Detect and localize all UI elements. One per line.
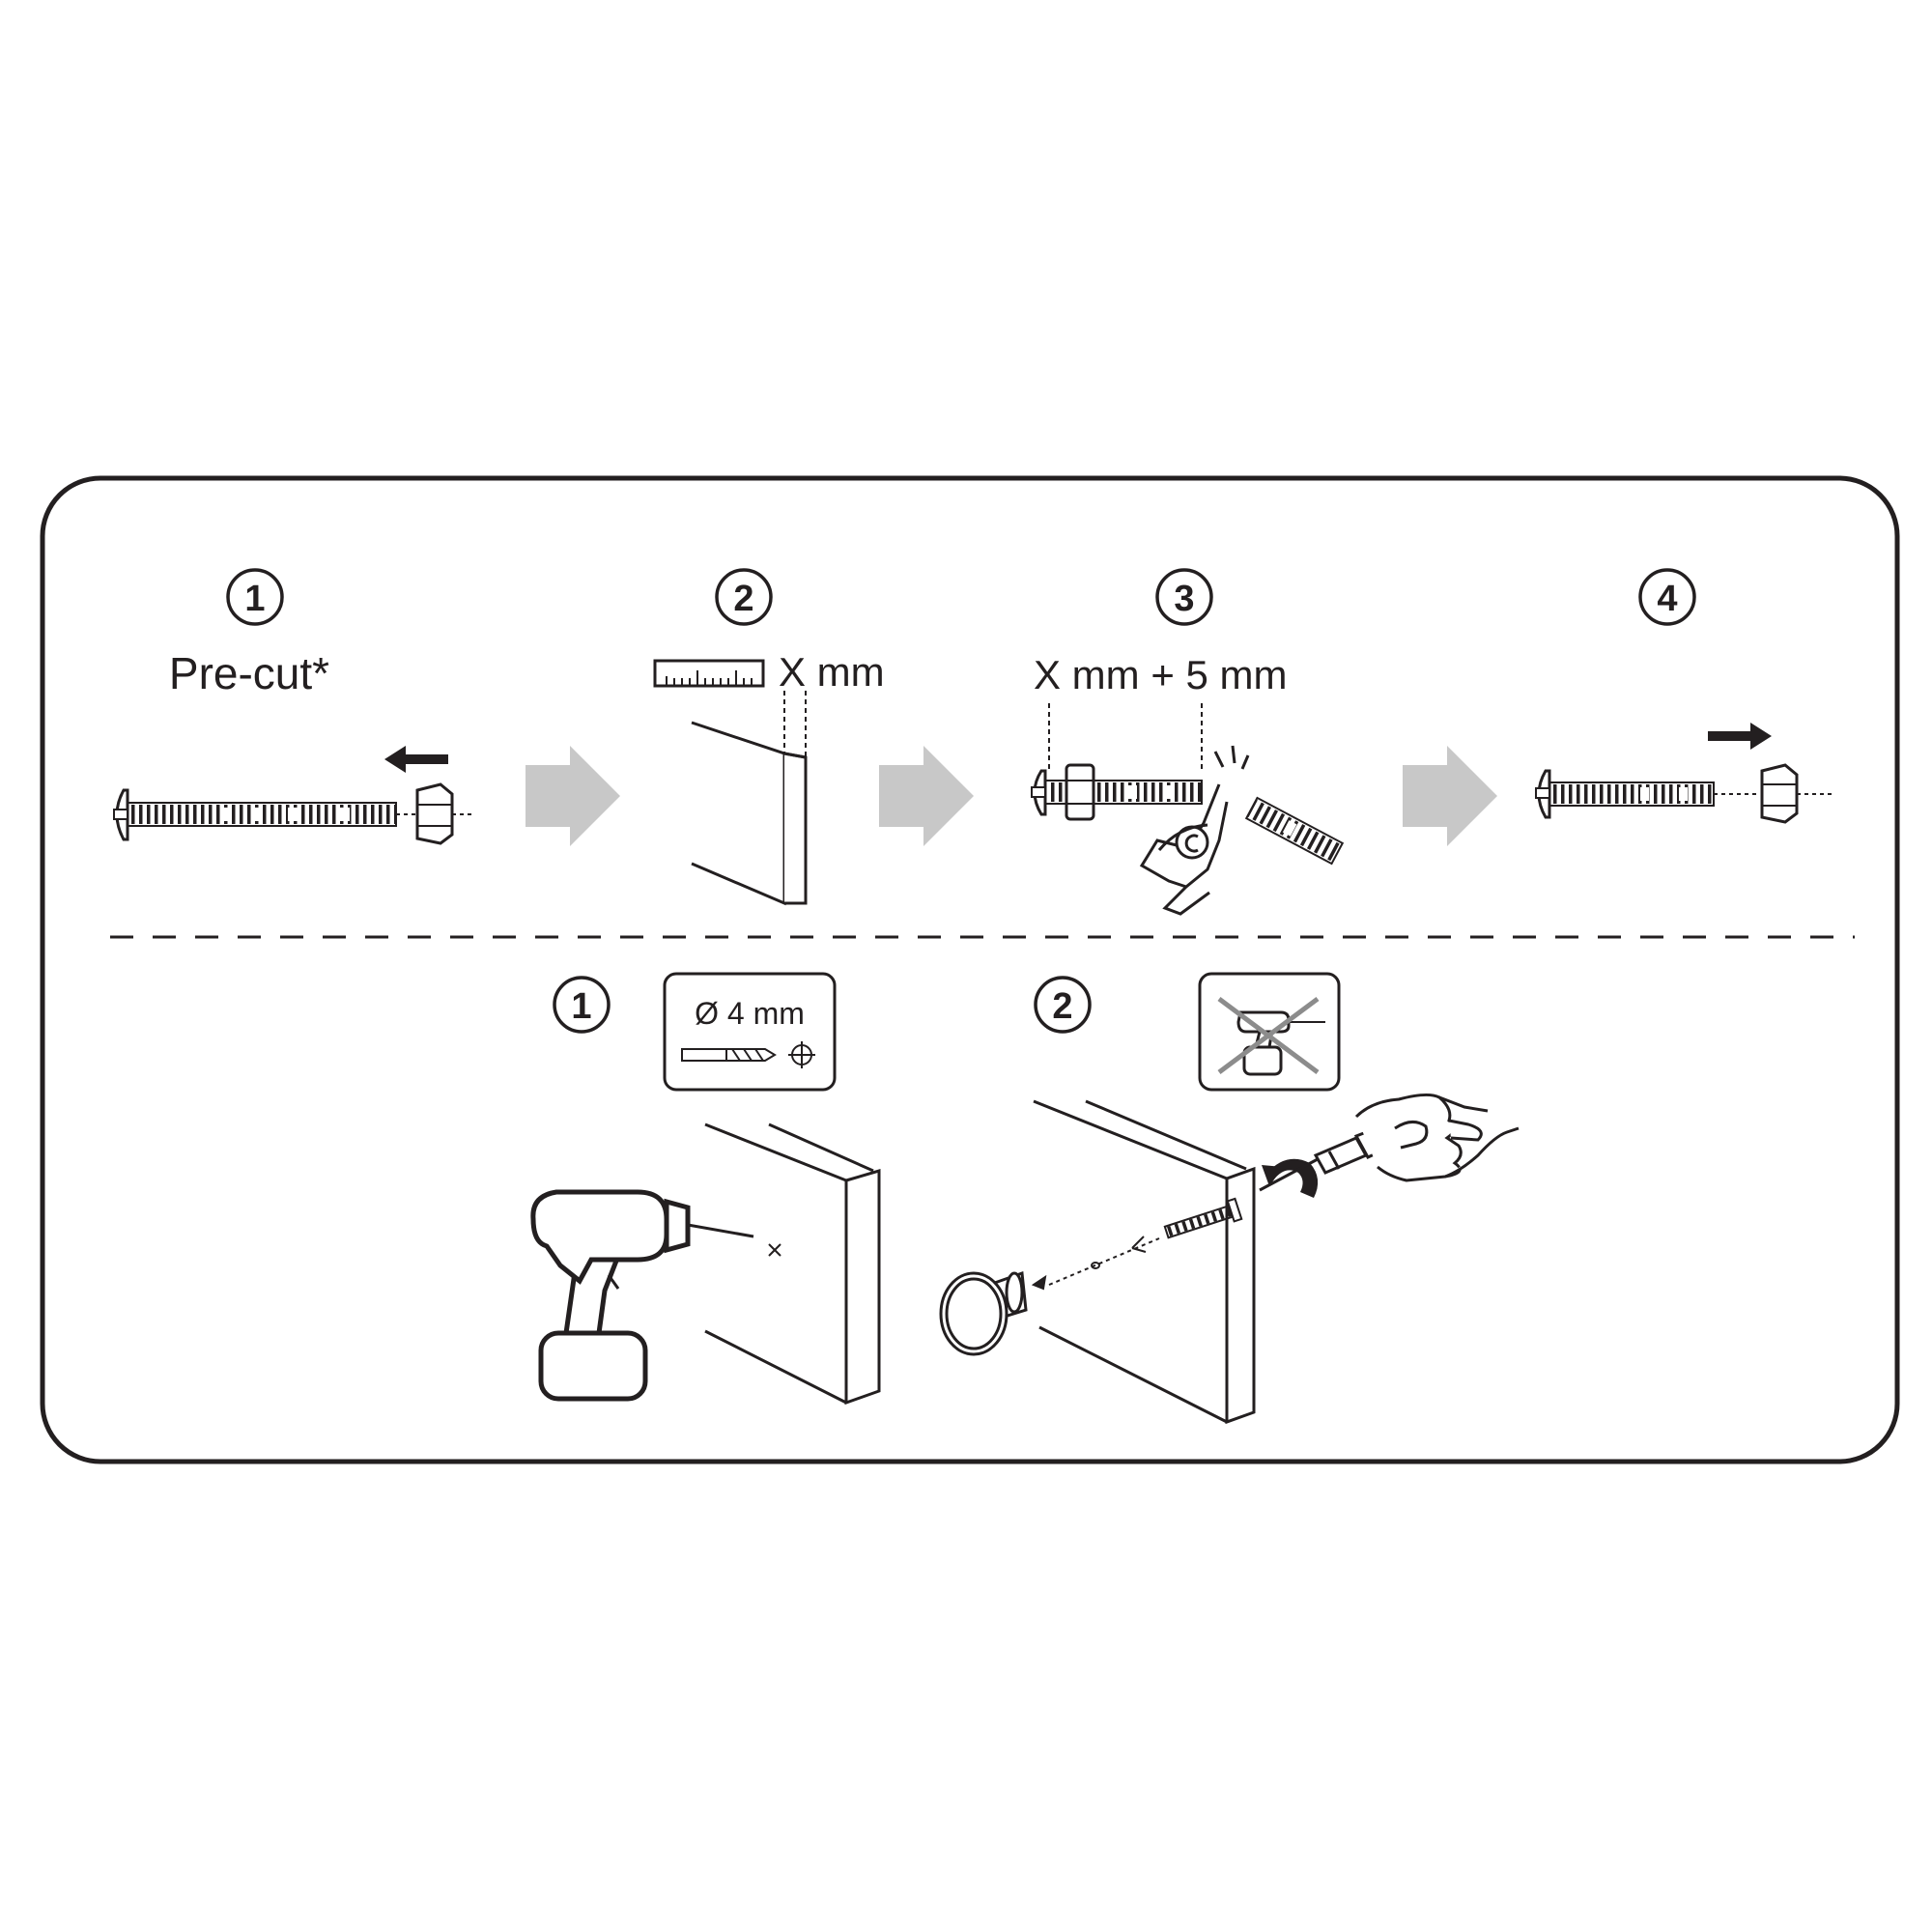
assembly-axis bbox=[1031, 1236, 1160, 1291]
right-arrow-icon bbox=[1708, 723, 1772, 750]
crosshair-icon bbox=[788, 1041, 815, 1068]
top-step-4-number: 4 bbox=[1657, 579, 1677, 619]
top-step-3: 3 X mm + 5 mm bbox=[1031, 568, 1345, 916]
x-mm-label: X mm bbox=[779, 649, 885, 695]
drill-bit-icon bbox=[681, 1048, 777, 1062]
pre-cut-label: Pre-cut* bbox=[169, 648, 329, 698]
x-mm-plus-5-label: X mm + 5 mm bbox=[1034, 652, 1288, 697]
board-icon bbox=[704, 1122, 881, 1406]
next-step-arrow-icon bbox=[1403, 746, 1497, 846]
top-step-4: 4 bbox=[1535, 568, 1832, 824]
hex-nut-icon bbox=[1760, 763, 1832, 824]
ruler-icon bbox=[653, 659, 765, 688]
short-screw-icon bbox=[1535, 769, 1760, 819]
top-step-1-number: 1 bbox=[244, 579, 265, 619]
bottom-step-2: 2 bbox=[939, 972, 1520, 1425]
left-arrow-icon bbox=[384, 746, 448, 773]
drill-mark-icon bbox=[768, 1243, 781, 1257]
board-icon bbox=[1033, 1099, 1256, 1425]
top-step-2: 2 X mm bbox=[653, 568, 885, 906]
instruction-frame bbox=[40, 475, 1900, 1464]
bottom-step-1: 1 Ø 4 mm bbox=[530, 972, 881, 1406]
top-step-2-number: 2 bbox=[733, 579, 753, 619]
power-drill-icon bbox=[530, 1189, 754, 1402]
board-icon bbox=[691, 691, 808, 906]
hand-icon bbox=[1354, 1093, 1520, 1182]
screw-icon bbox=[1163, 1197, 1243, 1239]
pliers-icon bbox=[1139, 783, 1229, 916]
cut-off-piece-icon bbox=[1244, 796, 1345, 866]
next-step-arrow-icon bbox=[526, 746, 620, 846]
screw-with-nut-icon bbox=[1031, 763, 1203, 821]
top-step-3-number: 3 bbox=[1174, 579, 1194, 619]
bottom-step-2-number: 2 bbox=[1052, 986, 1072, 1027]
long-screw-icon bbox=[113, 788, 417, 841]
top-step-1: 1 Pre-cut* bbox=[113, 568, 475, 845]
snap-mark-icon bbox=[1213, 745, 1250, 770]
knob-icon bbox=[939, 1270, 1028, 1356]
drill-diameter-label: Ø 4 mm bbox=[695, 996, 805, 1031]
rotate-arrow-icon bbox=[1262, 1158, 1319, 1198]
hex-nut-icon bbox=[415, 782, 475, 845]
next-step-arrow-icon bbox=[879, 746, 974, 846]
drill-spec-box: Ø 4 mm bbox=[663, 972, 837, 1092]
bottom-step-1-number: 1 bbox=[571, 986, 591, 1027]
no-power-drill-icon bbox=[1198, 972, 1341, 1092]
